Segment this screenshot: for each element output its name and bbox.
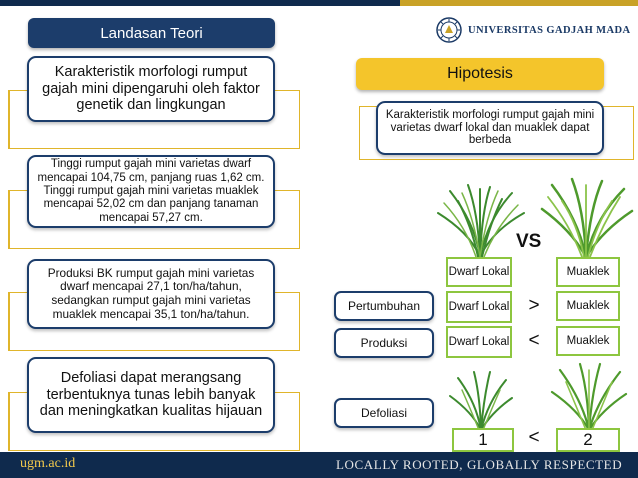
row-label-defoliasi: Defoliasi <box>334 398 434 428</box>
row-label-produksi: Produksi <box>334 328 434 358</box>
university-logo: UNIVERSITAS GADJAH MADA <box>436 16 636 44</box>
dwarf-grass-image <box>437 184 525 257</box>
defoliasi-value-1: 1 <box>452 428 514 452</box>
muaklek-grass-image <box>540 177 634 257</box>
theory-box-defoliasi: Defoliasi dapat merangsang terbentuknya … <box>27 357 275 433</box>
defoliasi-value-2: 2 <box>556 428 620 452</box>
top-bar <box>0 0 638 6</box>
footer-bar <box>0 452 638 478</box>
produksi-symbol: < <box>528 330 540 351</box>
pertumbuhan-symbol: > <box>528 295 540 316</box>
footer-url[interactable]: ugm.ac.id <box>20 456 76 471</box>
top-bar-accent <box>400 0 638 6</box>
theory-box-produksi: Produksi BK rumput gajah mini varietas d… <box>27 259 275 329</box>
hypothesis-title: Hipotesis <box>356 58 604 90</box>
page-title: Landasan Teori <box>28 18 275 48</box>
university-seal-icon <box>436 17 462 43</box>
produksi-dwarf: Dwarf Lokal <box>446 326 512 358</box>
defoliasi-grass-2-image <box>550 362 628 430</box>
defoliasi-grass-1-image <box>449 371 513 430</box>
pertumbuhan-dwarf: Dwarf Lokal <box>446 291 512 323</box>
versus-label: VS <box>516 231 542 252</box>
defoliasi-symbol: < <box>528 427 540 448</box>
theory-box-tinggi: Tinggi rumput gajah mini varietas dwarf … <box>27 155 275 228</box>
hypothesis-text: Karakteristik morfologi rumput gajah min… <box>376 101 604 155</box>
header-dwarf-lokal: Dwarf Lokal <box>446 257 512 287</box>
row-label-pertumbuhan: Pertumbuhan <box>334 291 434 321</box>
theory-box-morfologi: Karakteristik morfologi rumput gajah min… <box>27 56 275 122</box>
header-muaklek: Muaklek <box>556 257 620 287</box>
produksi-muaklek: Muaklek <box>556 326 620 356</box>
university-name: UNIVERSITAS GADJAH MADA <box>468 24 631 36</box>
footer-tagline: LOCALLY ROOTED, GLOBALLY RESPECTED <box>336 457 623 472</box>
pertumbuhan-muaklek: Muaklek <box>556 291 620 321</box>
